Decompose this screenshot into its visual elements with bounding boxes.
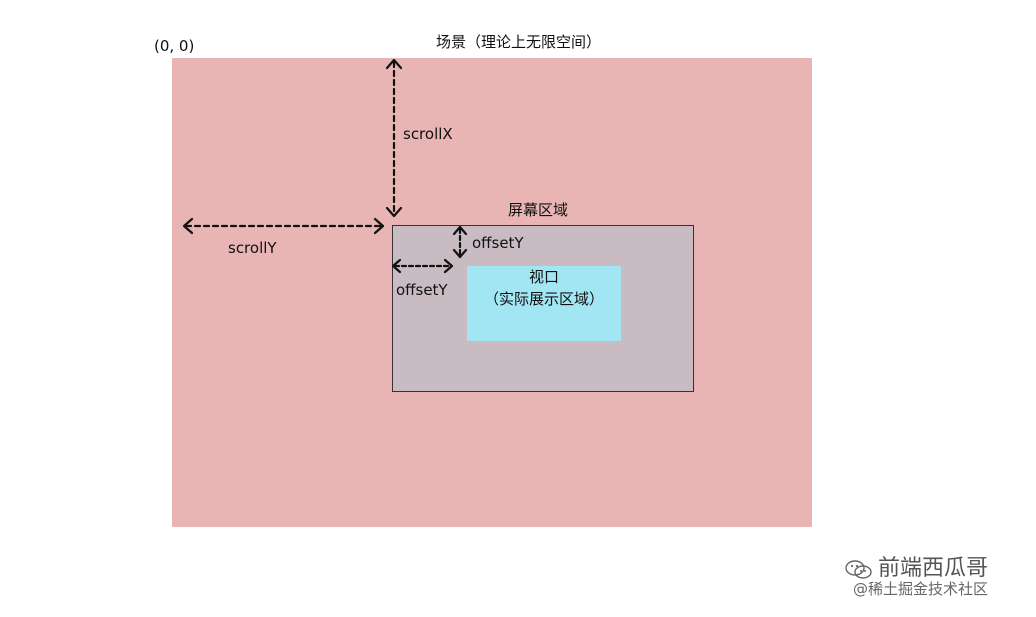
viewport-area xyxy=(467,266,621,341)
viewport-title: 视口 xyxy=(528,268,559,286)
scrollx-label: scrollX xyxy=(403,125,453,143)
scrolly-arrow xyxy=(182,217,385,235)
offsety-horizontal-label: offsetY xyxy=(396,281,448,299)
offsety-horizontal-arrow xyxy=(391,258,454,274)
scrolly-label: scrollY xyxy=(228,239,277,257)
viewport-subtitle: （实际展示区域） xyxy=(483,290,604,308)
scene-title: 场景（理论上无限空间） xyxy=(436,33,602,51)
scrollx-arrow xyxy=(385,58,403,218)
screen-title: 屏幕区域 xyxy=(508,201,569,219)
origin-label: (0, 0) xyxy=(154,37,195,55)
offsety-vertical-arrow xyxy=(452,225,468,259)
watermark-community: @稀土掘金技术社区 xyxy=(853,580,989,598)
watermark-account: 前端西瓜哥 xyxy=(878,556,989,581)
wechat-icon xyxy=(845,560,872,579)
offsety-vertical-label: offsetY xyxy=(472,234,524,252)
